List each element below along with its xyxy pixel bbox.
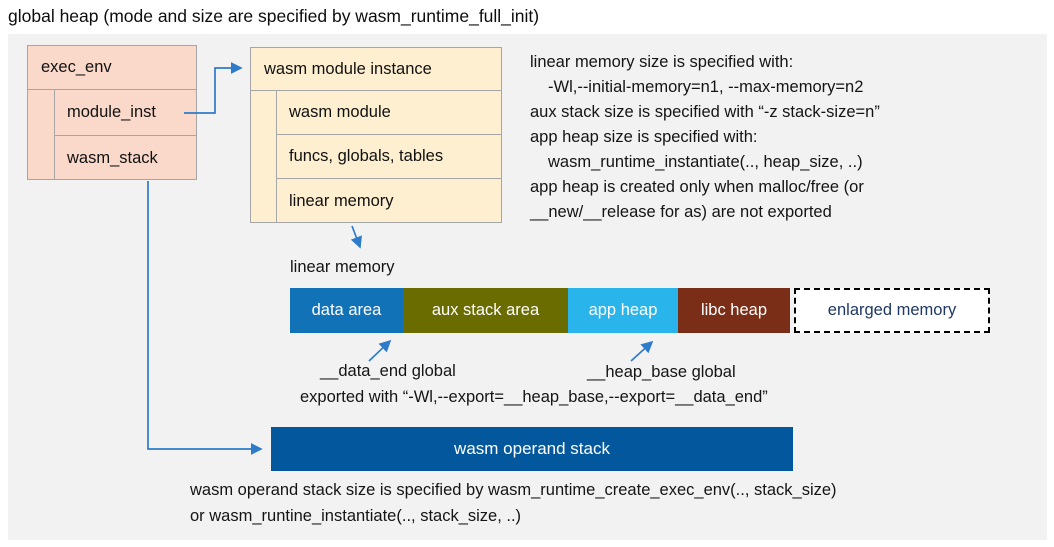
exec-env-title: exec_env: [28, 46, 196, 90]
exec-env-row-wasm-stack: wasm_stack: [67, 149, 158, 167]
exported-with-label: exported with “-Wl,--export=__heap_base,…: [300, 388, 768, 406]
notes-bottom-line: or wasm_runtine_instantiate(.., stack_si…: [190, 506, 522, 525]
notes-right-line: __new/__release for as) are not exported: [530, 203, 832, 221]
memory-segment-enlarged-memory: enlarged memory: [794, 288, 990, 333]
notes-bottom-line: wasm operand stack size is specified by …: [190, 481, 837, 499]
notes-right-line: -Wl,--initial-memory=n1, --max-memory=n2: [548, 78, 864, 96]
notes-right: linear memory size is specified with: -W…: [530, 50, 880, 225]
heap-base-global-label: __heap_base global: [587, 363, 736, 381]
module-instance-title: wasm module instance: [251, 48, 501, 91]
module-instance-box: wasm module instance wasm module funcs, …: [250, 47, 502, 223]
module-instance-row-wasm-module: wasm module: [277, 91, 501, 135]
exec-env-box: exec_env module_inst wasm_stack: [27, 45, 197, 180]
memory-segment-app-heap: app heap: [568, 288, 678, 333]
exec-env-rows: module_inst wasm_stack: [54, 90, 196, 179]
linear-memory-label: linear memory: [290, 258, 395, 276]
wasm-operand-stack-bar: wasm operand stack: [271, 427, 793, 471]
notes-right-line: app heap size is specified with:: [530, 128, 758, 146]
module-instance-row-linear-memory: linear memory: [289, 192, 394, 210]
memory-segment-data-area: data area: [290, 288, 403, 333]
linear-memory-strip: data area aux stack area app heap libc h…: [290, 288, 990, 333]
notes-right-line: wasm_runtime_instantiate(.., heap_size, …: [548, 153, 863, 171]
data-end-global-label: __data_end global: [320, 362, 456, 380]
exec-env-row-module-inst: module_inst: [55, 90, 196, 136]
memory-segment-aux-stack-area: aux stack area: [403, 288, 568, 333]
notes-right-line: linear memory size is specified with:: [530, 53, 794, 71]
notes-right-line: app heap is created only when malloc/fre…: [530, 178, 864, 196]
module-instance-row-funcs-globals-tables: funcs, globals, tables: [277, 135, 501, 179]
diagram-title: global heap (mode and size are specified…: [8, 6, 540, 26]
notes-bottom: wasm operand stack size is specified by …: [190, 478, 837, 529]
module-instance-rows: wasm module funcs, globals, tables linea…: [276, 91, 501, 222]
notes-right-line: aux stack size is specified with “-z sta…: [530, 103, 880, 121]
memory-segment-libc-heap: libc heap: [678, 288, 790, 333]
